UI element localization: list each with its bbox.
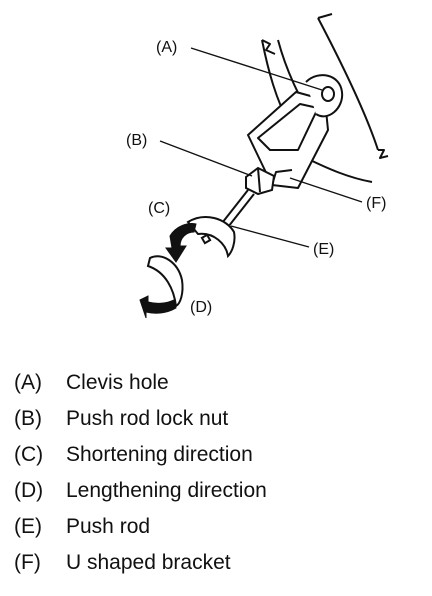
legend-key: (D) [14,479,44,502]
legend-text: Push rod lock nut [66,407,229,430]
legend-text: Lengthening direction [66,479,267,502]
push-rod-adjustment-diagram: (A) (B) (C) (E) (F) (D) [126,13,389,319]
legend-text: Push rod [66,515,151,538]
legend-item: (D) Lengthening direction [14,476,267,512]
legend-key: (A) [14,371,42,394]
legend-item: (A) Clevis hole [14,368,267,404]
leader-lines [159,47,363,248]
legend-key: (B) [14,407,42,430]
u-shaped-bracket [247,74,344,189]
legend-item: (C) Shortening direction [14,440,267,476]
shortening-arrow [165,223,197,263]
legend-key: (C) [14,443,44,466]
callout-b: (B) [126,132,147,149]
legend-key: (E) [14,515,42,538]
legend-text: Shortening direction [66,443,253,466]
legend-key: (F) [14,551,41,574]
legend-item: (B) Push rod lock nut [14,404,267,440]
legend-list: (A) Clevis hole (B) Push rod lock nut (C… [14,368,267,584]
callout-a: (A) [156,39,177,56]
legend-item: (E) Push rod [14,512,267,548]
callout-c: (C) [148,200,170,217]
lengthening-arrow [139,295,177,319]
push-rod-lock-nut [245,166,276,196]
callout-f: (F) [366,195,386,212]
shortening-collar [186,216,236,259]
legend-item: (F) U shaped bracket [14,548,267,584]
legend-text: Clevis hole [66,371,169,394]
callout-d: (D) [190,299,212,316]
legend-text: U shaped bracket [66,551,231,574]
lengthening-collar [146,255,184,308]
callout-e: (E) [313,241,334,258]
clevis-hole [321,86,335,102]
